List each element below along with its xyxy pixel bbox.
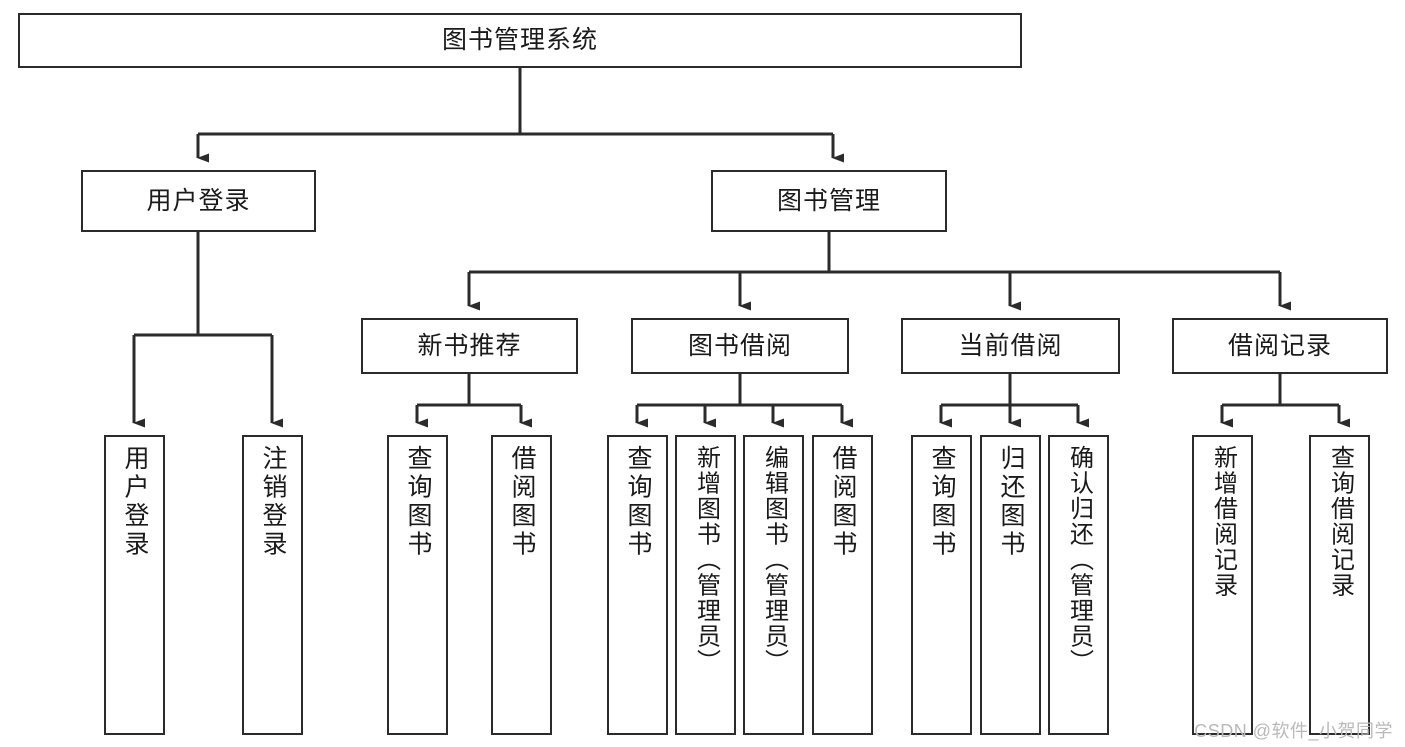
- node-leaf-query-book-1[interactable]: 查询图书: [387, 435, 448, 735]
- csdn-watermark: CSDN @软件_小贺同学: [1194, 721, 1393, 741]
- node-book-management[interactable]: 图书管理: [711, 170, 947, 232]
- node-leaf-add-book-admin[interactable]: 新增图书（管理员）: [675, 435, 736, 735]
- node-leaf-query-borrow-record[interactable]: 查询借阅记录: [1309, 435, 1370, 735]
- node-leaf-return-book[interactable]: 归还图书: [980, 435, 1041, 735]
- node-leaf-edit-book-admin[interactable]: 编辑图书（管理员）: [743, 435, 804, 735]
- node-user-login[interactable]: 用户登录: [81, 170, 316, 232]
- node-book-borrow-label: 图书借阅: [687, 331, 792, 360]
- node-leaf-borrow-book-1[interactable]: 借阅图书: [491, 435, 552, 735]
- node-new-book-recommend[interactable]: 新书推荐: [361, 318, 578, 374]
- node-book-borrow[interactable]: 图书借阅: [631, 318, 849, 374]
- node-leaf-query-book-2-label: 查询图书: [624, 445, 652, 559]
- node-leaf-user-login-label: 用户登录: [121, 445, 149, 559]
- node-leaf-add-borrow-record[interactable]: 新增借阅记录: [1192, 435, 1253, 735]
- node-leaf-borrow-book-1-label: 借阅图书: [508, 445, 536, 559]
- node-leaf-query-book-3[interactable]: 查询图书: [911, 435, 972, 735]
- node-leaf-logout[interactable]: 注销登录: [242, 435, 303, 735]
- node-leaf-confirm-return-admin[interactable]: 确认归还（管理员）: [1048, 435, 1109, 735]
- node-leaf-borrow-book-2-label: 借阅图书: [829, 445, 857, 559]
- node-book-management-label: 图书管理: [776, 186, 881, 215]
- node-root-label: 图书管理系统: [441, 26, 598, 55]
- node-leaf-user-login[interactable]: 用户登录: [104, 435, 165, 735]
- node-leaf-query-book-3-label: 查询图书: [928, 445, 956, 559]
- node-new-book-recommend-label: 新书推荐: [417, 331, 522, 360]
- node-leaf-logout-label: 注销登录: [259, 445, 287, 559]
- node-leaf-query-book-1-label: 查询图书: [404, 445, 432, 559]
- node-borrow-record[interactable]: 借阅记录: [1172, 318, 1388, 374]
- node-borrow-record-label: 借阅记录: [1227, 331, 1332, 360]
- node-leaf-add-borrow-record-label: 新增借阅记录: [1209, 445, 1237, 598]
- node-leaf-add-book-admin-label: 新增图书（管理员）: [692, 445, 720, 675]
- node-root[interactable]: 图书管理系统: [18, 13, 1022, 68]
- node-user-login-label: 用户登录: [146, 186, 251, 215]
- node-leaf-return-book-label: 归还图书: [997, 445, 1025, 559]
- node-leaf-confirm-return-admin-label: 确认归还（管理员）: [1065, 445, 1093, 675]
- node-leaf-edit-book-admin-label: 编辑图书（管理员）: [760, 445, 788, 675]
- node-leaf-query-book-2[interactable]: 查询图书: [607, 435, 668, 735]
- node-leaf-borrow-book-2[interactable]: 借阅图书: [812, 435, 873, 735]
- node-current-borrow-label: 当前借阅: [958, 331, 1063, 360]
- node-leaf-query-borrow-record-label: 查询借阅记录: [1326, 445, 1354, 598]
- node-current-borrow[interactable]: 当前借阅: [901, 318, 1120, 374]
